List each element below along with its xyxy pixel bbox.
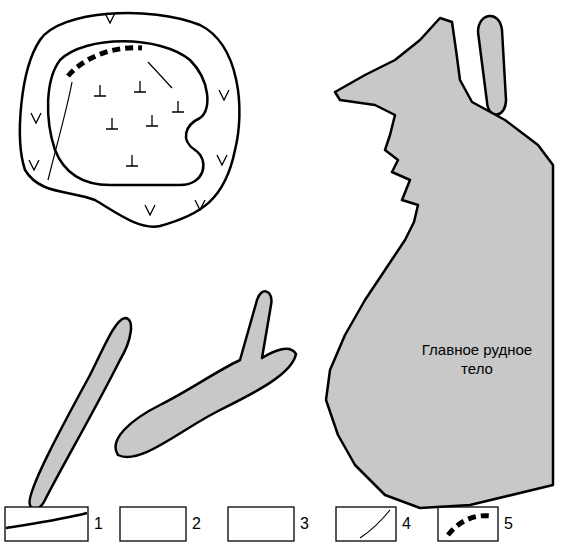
legend-number: 2	[192, 516, 201, 532]
legend-dashed-sample	[448, 516, 492, 535]
legend-samples	[5, 507, 498, 541]
ore-lens	[478, 16, 506, 115]
outer-zone	[20, 13, 239, 227]
ore-body-outline	[318, 8, 558, 513]
v-symbols	[29, 13, 229, 537]
inner-zone	[48, 41, 207, 185]
ore-body-label: Главное рудное тело	[417, 341, 537, 379]
ore-body-shape	[326, 18, 553, 508]
legend-number: 1	[94, 516, 103, 532]
ore-body	[116, 291, 296, 457]
legend-fault-sample	[360, 510, 390, 538]
ore-lens	[30, 318, 132, 509]
legend-number: 5	[504, 516, 513, 532]
t-symbols	[94, 81, 285, 534]
fault-line	[48, 82, 72, 180]
ore-body: Главное рудное тело	[318, 8, 558, 513]
dashed-contact	[68, 48, 142, 76]
legend-number: 3	[300, 516, 309, 532]
legend-contour-sample	[6, 513, 87, 528]
legend-number: 4	[402, 516, 411, 532]
fault-line	[148, 62, 172, 88]
